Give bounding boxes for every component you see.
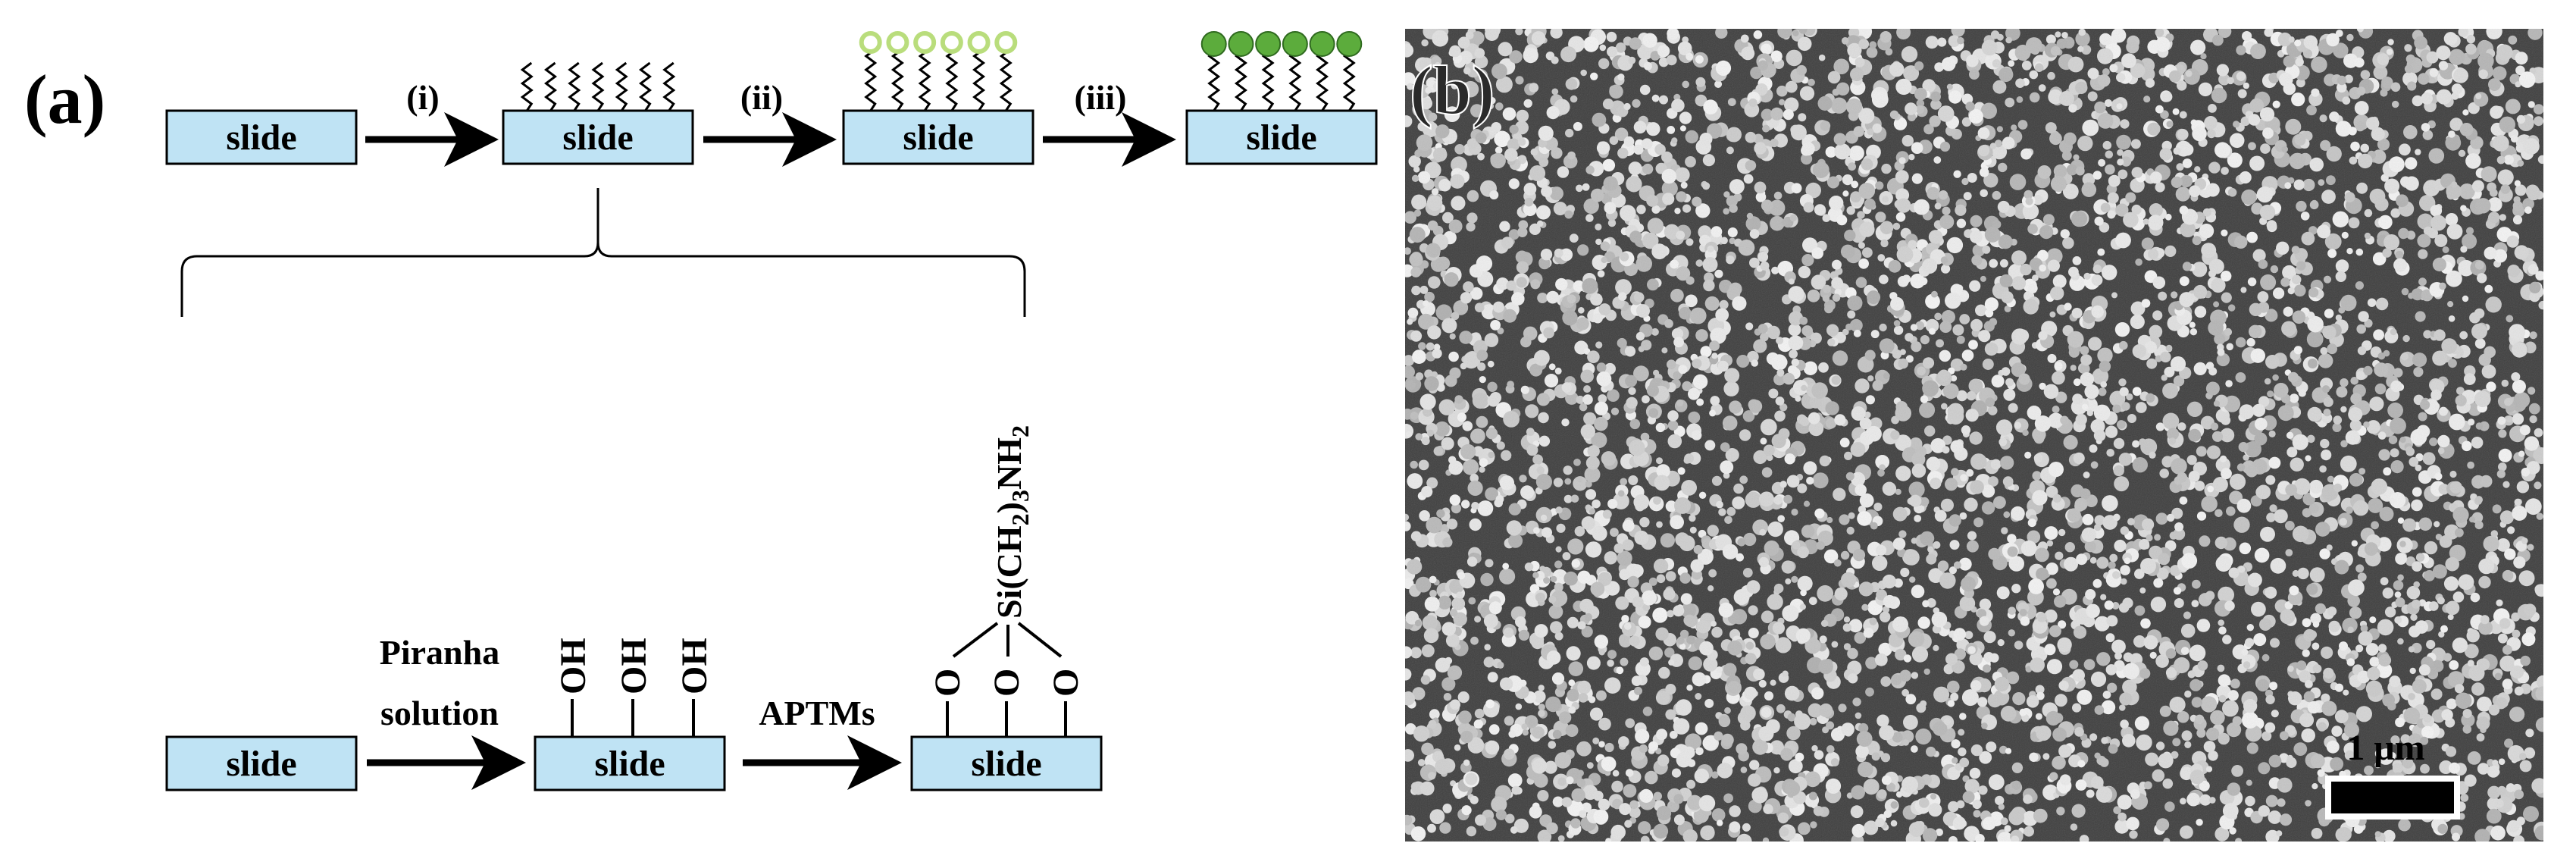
slide-label: slide bbox=[1246, 118, 1316, 158]
linker-chain bbox=[662, 61, 676, 111]
step-label-ii: (ii) bbox=[740, 78, 783, 117]
linker-chain bbox=[520, 61, 534, 111]
slide-top-1: slide bbox=[165, 109, 358, 165]
slide-top-4: slide bbox=[1185, 109, 1378, 165]
linker-chain bbox=[918, 48, 931, 111]
linker-chain bbox=[1288, 48, 1302, 111]
slide-bottom-1: slide bbox=[165, 735, 358, 791]
loop-icon bbox=[967, 31, 991, 54]
loop-icon bbox=[940, 31, 963, 54]
oh-label: OH bbox=[675, 638, 715, 694]
sphere-icon bbox=[1336, 31, 1363, 57]
slide-label: slide bbox=[971, 744, 1041, 784]
linker-chain bbox=[1316, 48, 1329, 111]
linker-chain bbox=[1234, 48, 1247, 111]
linker-chains-slide-2 bbox=[520, 61, 676, 111]
hydroxyl-group-1: OH bbox=[553, 638, 593, 737]
hydroxyl-group-2: OH bbox=[614, 638, 654, 737]
loop-icon bbox=[859, 31, 882, 54]
linker-chain bbox=[1342, 48, 1356, 111]
expansion-bracket bbox=[180, 188, 1026, 317]
slide-label: slide bbox=[903, 118, 973, 158]
linker-chain bbox=[999, 48, 1013, 111]
linker-chain bbox=[1207, 48, 1221, 111]
oh-label: OH bbox=[614, 638, 654, 694]
linker-chain bbox=[615, 61, 628, 111]
slide-label: slide bbox=[226, 118, 296, 158]
linker-chain bbox=[945, 48, 959, 111]
slide-label: slide bbox=[594, 744, 665, 784]
panel-a: (a) slide slide slide slide (i) (ii) (ii… bbox=[24, 31, 1378, 791]
oxygen-label: O bbox=[928, 669, 968, 697]
panel-b-sem-image: (b) 1 μm bbox=[1405, 29, 2543, 841]
sphere-icon bbox=[1282, 31, 1308, 57]
loop-icon bbox=[886, 31, 909, 54]
linker-chains-slide-4 bbox=[1207, 48, 1356, 111]
linker-chain bbox=[639, 61, 652, 111]
reagent-piranha: Piranha bbox=[380, 633, 499, 672]
panel-a-label: (a) bbox=[24, 61, 105, 138]
linker-chain bbox=[544, 61, 557, 111]
linker-chain bbox=[568, 61, 581, 111]
linker-chain bbox=[890, 48, 904, 111]
silane-attachment: O O O Si(CH2)3NH2 bbox=[928, 425, 1086, 737]
sphere-icon bbox=[1228, 31, 1254, 57]
loop-icon bbox=[913, 31, 937, 54]
slide-label: slide bbox=[562, 118, 633, 158]
sphere-icon bbox=[1309, 31, 1335, 57]
slide-label: slide bbox=[226, 744, 296, 784]
oxygen-label: O bbox=[1046, 669, 1086, 697]
linker-chains-slide-3 bbox=[864, 48, 1013, 111]
sphere-icon bbox=[1255, 31, 1282, 57]
linker-chain bbox=[591, 61, 605, 111]
slide-top-2: slide bbox=[502, 109, 694, 165]
silane-formula: Si(CH2)3NH2 bbox=[990, 425, 1034, 619]
reagent-solution: solution bbox=[380, 694, 499, 732]
reagent-aptms: APTMs bbox=[759, 694, 875, 732]
loop-icon bbox=[994, 31, 1018, 54]
step-label-i: (i) bbox=[406, 78, 439, 117]
hydroxyl-group-3: OH bbox=[675, 638, 715, 737]
linker-chain bbox=[1261, 48, 1275, 111]
oxygen-label: O bbox=[987, 669, 1027, 697]
green-spheres bbox=[1200, 31, 1363, 57]
light-green-loops bbox=[859, 31, 1018, 54]
linker-chain bbox=[972, 48, 986, 111]
slide-bottom-3: slide bbox=[910, 735, 1103, 791]
step-label-iii: (iii) bbox=[1075, 78, 1127, 117]
linker-chain bbox=[864, 48, 878, 111]
oh-label: OH bbox=[553, 638, 593, 694]
slide-bottom-2: slide bbox=[534, 735, 726, 791]
slide-top-3: slide bbox=[842, 109, 1034, 165]
sphere-icon bbox=[1200, 31, 1227, 57]
